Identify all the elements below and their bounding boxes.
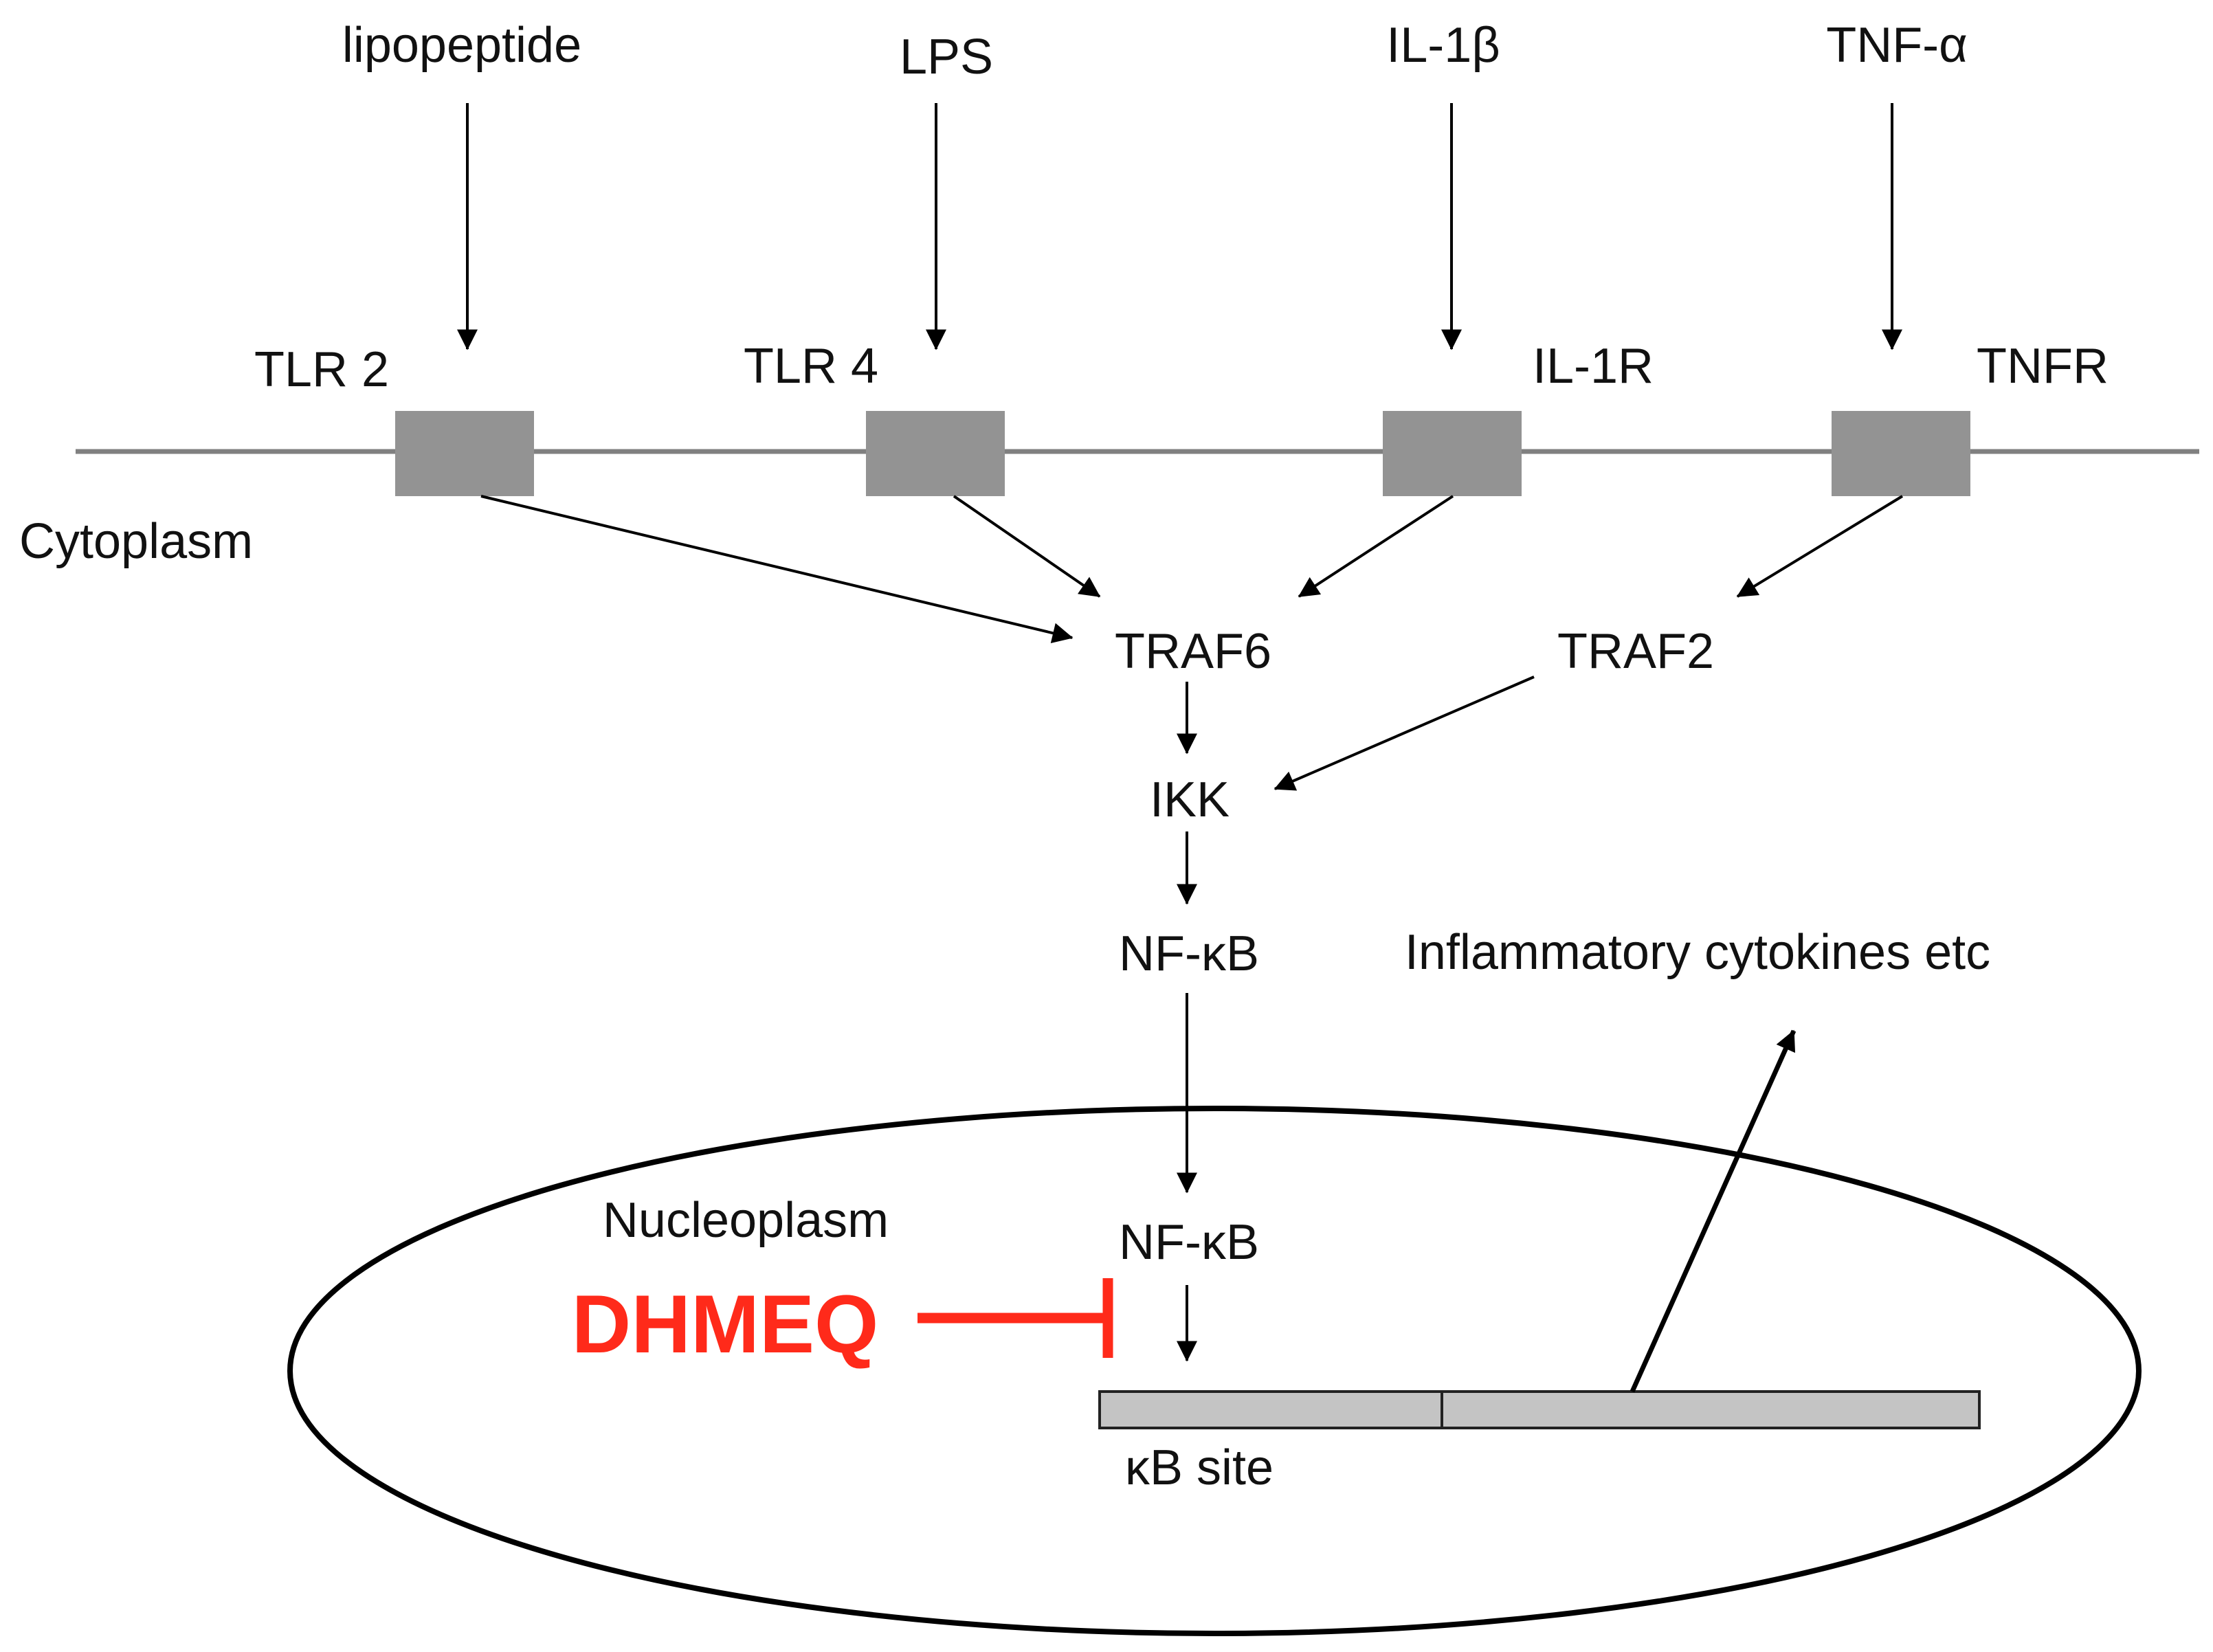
arrow-il1r-to-traf6 bbox=[1298, 495, 1454, 598]
ikk-label: IKK bbox=[1150, 772, 1230, 827]
nfkb-cytoplasmic-label: NF-κB bbox=[1119, 926, 1259, 981]
dna-gene-segment bbox=[1441, 1390, 1981, 1429]
kb-site-label: κB site bbox=[1125, 1440, 1274, 1495]
traf6-label: TRAF6 bbox=[1115, 624, 1271, 679]
traf2-label: TRAF2 bbox=[1557, 624, 1714, 679]
receptor-tnfr-label: TNFR bbox=[1977, 339, 2109, 394]
receptor-tlr2 bbox=[395, 411, 534, 496]
ligand-lipopeptide-label: lipopeptide bbox=[342, 18, 581, 73]
arrow-transcription-output bbox=[1630, 1029, 1797, 1393]
receptor-tlr2-label: TLR 2 bbox=[254, 342, 389, 397]
cytoplasm-label: Cytoplasm bbox=[19, 514, 253, 569]
arrow-traf2-to-ikk bbox=[1274, 676, 1535, 791]
ligand-lps-label: LPS bbox=[900, 30, 993, 85]
receptor-il1r bbox=[1383, 411, 1522, 496]
receptor-tlr4-label: TLR 4 bbox=[744, 339, 878, 394]
receptor-tlr4 bbox=[866, 411, 1005, 496]
arrow-tnfr-to-traf2 bbox=[1736, 495, 1904, 598]
arrow-tlr2-to-traf6 bbox=[480, 495, 1074, 643]
nucleoplasm-label: Nucleoplasm bbox=[603, 1193, 889, 1248]
dna-kb-site-segment bbox=[1098, 1390, 1443, 1429]
arrow-tlr4-to-traf6 bbox=[953, 495, 1101, 598]
dhmeq-label: DHMEQ bbox=[572, 1278, 879, 1370]
receptor-tnfr bbox=[1832, 411, 1970, 496]
output-cytokines-label: Inflammatory cytokines etc bbox=[1405, 925, 1990, 980]
nfkb-nuclear-label: NF-κB bbox=[1119, 1215, 1259, 1270]
ligand-il1b-label: IL-1β bbox=[1386, 18, 1500, 73]
nucleus bbox=[287, 1106, 2142, 1636]
ligand-tnfa-label: TNF-α bbox=[1826, 18, 1968, 73]
receptor-il1r-label: IL-1R bbox=[1533, 339, 1654, 394]
